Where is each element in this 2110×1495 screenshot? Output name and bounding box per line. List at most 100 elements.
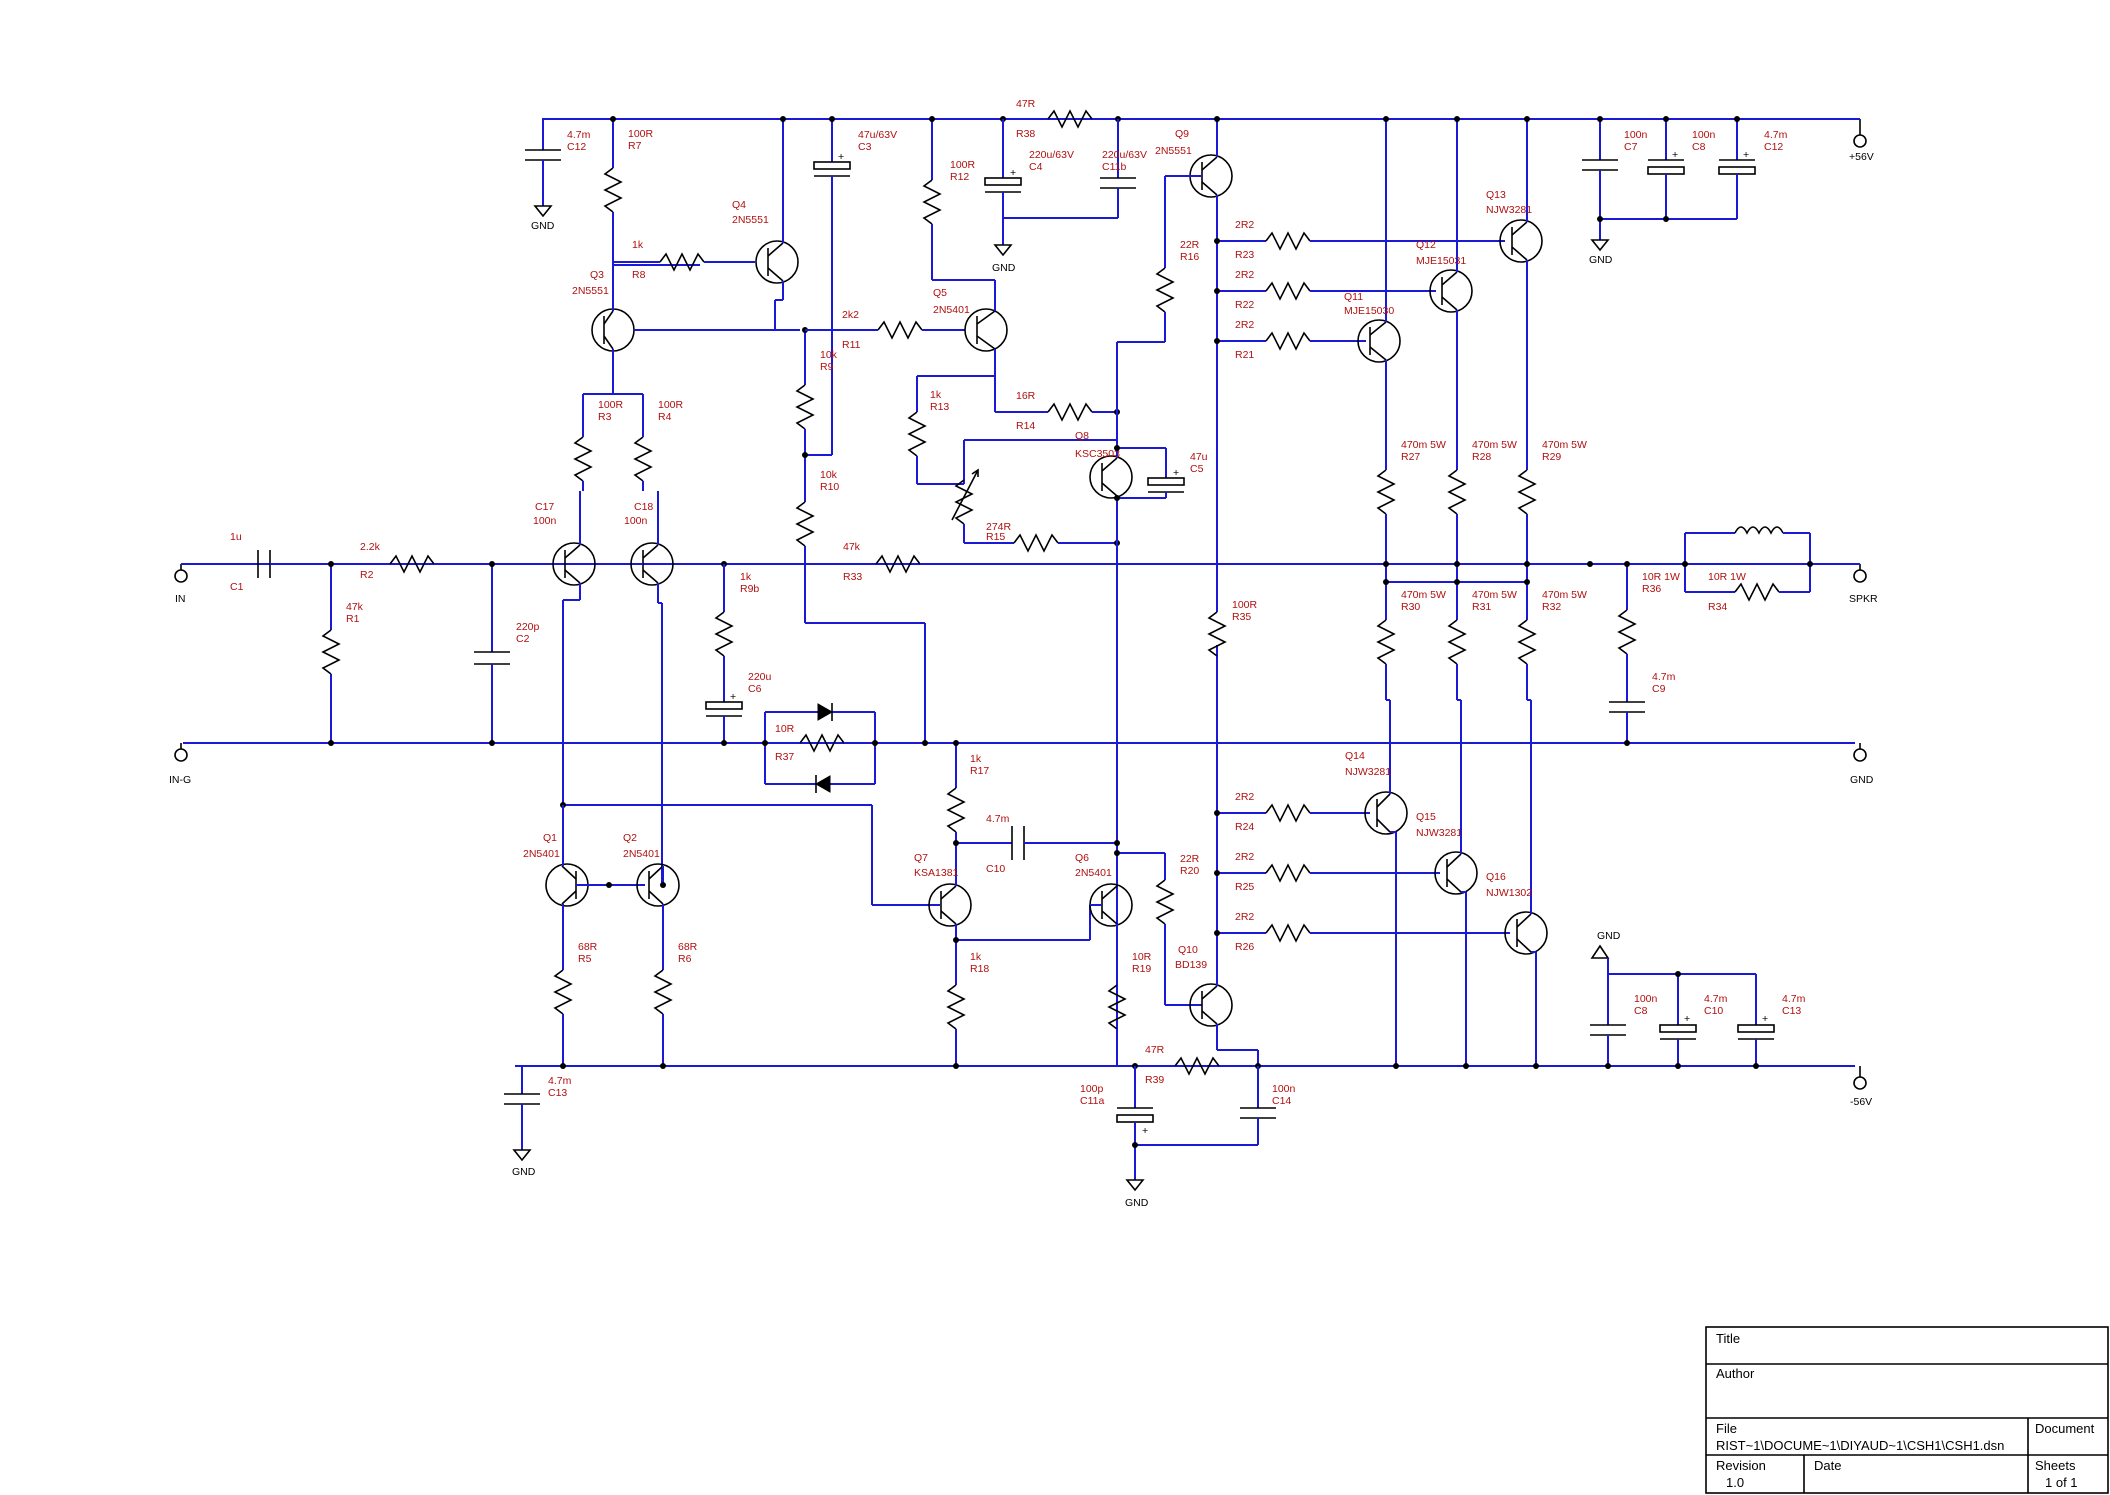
r34-value: 10R 1W (1708, 571, 1746, 583)
q9-ref: Q7 (914, 852, 928, 864)
c11b-value: 100p (1080, 1083, 1104, 1095)
r12-value: 100R (950, 159, 976, 171)
c4-ref: C4 (1029, 161, 1043, 173)
r17-value: 1k (970, 753, 982, 765)
vminus-label: -56V (1850, 1096, 1872, 1108)
r34-ref: R34 (1708, 601, 1727, 613)
transistor-q9[interactable]: Q7 KSA1381 (914, 852, 1091, 985)
in-g-terminal[interactable] (174, 748, 188, 762)
title-label: Title (1716, 1331, 1740, 1346)
svg-text:+: + (838, 151, 844, 163)
q4-ref: Q2 (623, 832, 637, 844)
svg-text:+: + (1142, 1125, 1148, 1137)
vplus-label: +56V (1849, 151, 1874, 163)
spkr-label: SPKR (1849, 593, 1878, 605)
transistor-q12[interactable]: Q10 BD139 (1175, 935, 1259, 1066)
c6-value: 220u (748, 671, 772, 683)
r35-value: 100R (1232, 599, 1258, 611)
q8-value: 2N5401 (1075, 867, 1112, 879)
revision-value: 1.0 (1726, 1475, 1744, 1490)
svg-text:+: + (1743, 149, 1749, 161)
transistor-q14[interactable]: Q12 MJE15031 (1416, 116, 1473, 470)
transistor-q11[interactable]: Q9 2N5551 (1155, 116, 1233, 268)
c3-ref: C3 (858, 141, 872, 153)
c15-ref: C11b (1102, 161, 1126, 173)
transistor-q7[interactable]: Q5 2N5401 (933, 280, 1008, 412)
output-driver-bus: 100R R35 (1207, 232, 1258, 935)
r32-value: 470m 5W (1542, 589, 1587, 601)
output-top-stage: 2R2 R23 2R2 R22 2R2 R21 (1214, 219, 1505, 361)
gnd-c11b-label: GND (1125, 1197, 1149, 1209)
transistor-q10[interactable]: Q8 KSC3503 (1075, 412, 1166, 1066)
r2-ref: R2 (360, 569, 374, 581)
r17-ref: R17 (970, 765, 989, 777)
file-label: File (1716, 1421, 1737, 1436)
q14-ref: Q12 (1416, 239, 1436, 251)
r28-value: 470m 5W (1472, 439, 1517, 451)
q13-value: MJE15030 (1344, 305, 1394, 317)
transistor-q18[interactable]: Q16 NJW1302 (1486, 699, 1548, 1069)
file-value: RIST~1\DOCUME~1\DIYAUD~1\CSH1\CSH1.dsn (1716, 1438, 2004, 1453)
gnd-c17-label: GND (531, 220, 555, 232)
in-terminal[interactable] (174, 569, 188, 583)
svg-text:+: + (1762, 1013, 1768, 1025)
transistor-q17[interactable]: Q15 NJW3281 (1416, 699, 1478, 1069)
q2-value: 100n (624, 515, 648, 527)
r9-value: 10k (820, 349, 838, 361)
transistor-q3[interactable]: Q1 2N5401 (523, 805, 645, 970)
transistor-q4[interactable]: Q2 2N5401 (606, 832, 680, 970)
transistor-q15[interactable]: Q13 NJW3281 (1486, 116, 1543, 470)
gnd-top-caps-label: GND (1589, 254, 1613, 266)
q6-value: 2N5551 (732, 214, 769, 226)
c13-ref-label: C13 (1782, 1005, 1801, 1017)
c2-value: 220p (516, 621, 540, 633)
svg-text:+: + (1173, 467, 1179, 479)
transistor-q2[interactable]: C18 100n (624, 491, 674, 885)
resistor-r12: 100R R12 (922, 116, 995, 281)
resistor-r33: 47k R33 (721, 541, 1590, 583)
transistor-q5[interactable]: Q3 2N5551 (572, 265, 800, 360)
c9-value-text: 100n (1692, 129, 1716, 141)
r11-value: 2k2 (842, 309, 859, 321)
resistor-r9-r10: 10k R9 10k R10 (795, 327, 928, 746)
gnd-terminal[interactable] (1853, 748, 1867, 762)
vplus-terminal[interactable] (1853, 134, 1867, 148)
vminus-terminal[interactable] (1853, 1076, 1867, 1090)
in-g-label: IN-G (169, 774, 191, 786)
c16-ref: C14 (1272, 1095, 1291, 1107)
r27-value: 470m 5W (1401, 439, 1446, 451)
resistor-r17: 1k R17 (946, 740, 989, 865)
c15-value: 220u/63V (1102, 149, 1147, 161)
r15-ref: R15 (986, 531, 1005, 543)
r35-ref: R35 (1232, 611, 1251, 623)
c8-value-label: 100n (1634, 993, 1658, 1005)
transistor-q16[interactable]: Q14 NJW3281 (1345, 699, 1408, 1069)
capacitor-c4: + GND 220u/63V C4 (984, 119, 1118, 274)
gnd-bottom-caps-label: GND (1597, 930, 1621, 942)
c8-ref-label: C8 (1634, 1005, 1648, 1017)
sheets-label: Sheets (2035, 1458, 2076, 1473)
output-bottom-stage: 2R2 R24 2R2 R25 2R2 R26 (1214, 791, 1510, 953)
capacitor-c3: + 47u/63V C3 (805, 116, 897, 456)
transistor-q13[interactable]: Q11 MJE15030 (1344, 116, 1401, 470)
r22-ref: R22 (1235, 299, 1254, 311)
q2-ref: C18 (634, 501, 653, 513)
r38-value: 47R (1016, 98, 1036, 110)
spkr-terminal[interactable] (1853, 569, 1867, 583)
resistor-r9b-c6: + 1k R9b 220u C6 (705, 564, 772, 746)
input-stage: 1u C1 2.2k R2 47k R1 220p C2 (181, 531, 565, 746)
r31-ref: R31 (1472, 601, 1491, 613)
c12-value-label: 4.7m (1764, 129, 1788, 141)
r37-ref: R37 (775, 751, 794, 763)
author-label: Author (1716, 1366, 1755, 1381)
q15-ref: Q13 (1486, 189, 1506, 201)
transistor-q1[interactable]: C17 100n (533, 491, 596, 805)
r39-ref: R39 (1145, 1074, 1164, 1086)
transistor-q8[interactable]: Q6 2N5401 (1075, 850, 1166, 985)
r20-value: 22R (1180, 853, 1200, 865)
transistor-q6[interactable]: Q4 2N5551 (732, 116, 799, 330)
capacitor-c11b: + GND 100p C11a (1080, 1066, 1258, 1209)
r33-ref: R33 (843, 571, 862, 583)
document-label: Document (2035, 1421, 2095, 1436)
c17-value: 4.7m (567, 129, 591, 141)
